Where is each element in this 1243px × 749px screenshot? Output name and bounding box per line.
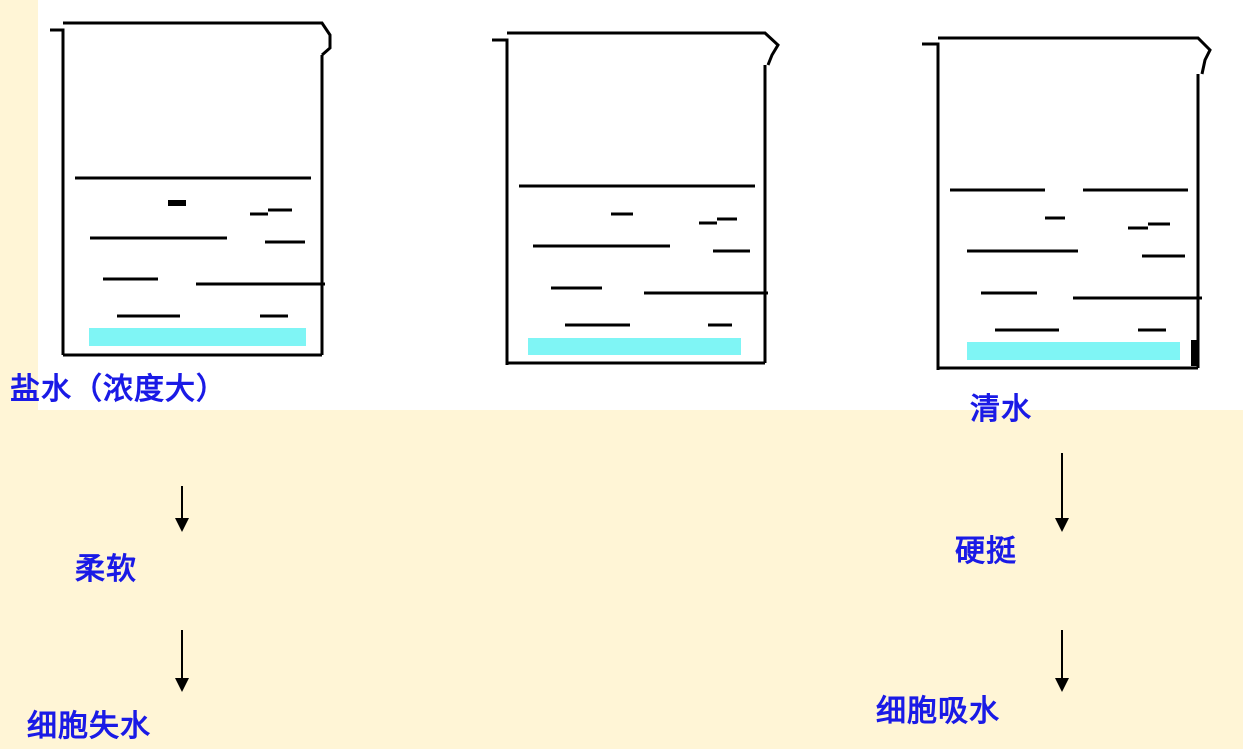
beaker-middle (492, 31, 780, 365)
beaker-middle-top-rim (507, 31, 780, 66)
left-state-label: 柔软 (75, 552, 137, 587)
beaker-right-sediment (967, 342, 1180, 360)
arrow-right-upper (1055, 453, 1069, 532)
arrow-left-lower (175, 630, 189, 692)
right-result-label: 细胞吸水 (876, 694, 1000, 729)
beaker-left (50, 21, 332, 357)
left-result-label: 细胞失水 (27, 709, 151, 744)
beaker-middle-outline (492, 38, 509, 365)
right-state-label: 硬挺 (955, 534, 1017, 569)
arrow-right-lower (1055, 630, 1069, 692)
beaker-right-outline (922, 42, 940, 370)
arrow-left-upper (175, 486, 189, 532)
beaker-left-top-rim (63, 21, 332, 57)
right-solution-label: 清水 (970, 392, 1032, 427)
beaker-left-sediment (89, 328, 306, 346)
beaker-middle-sediment (528, 338, 741, 355)
beaker-right (922, 36, 1212, 370)
beaker-left-outline (50, 28, 65, 355)
left-solution-label: 盐水（浓度大） (10, 372, 227, 407)
beaker-right-top-rim (938, 36, 1212, 75)
